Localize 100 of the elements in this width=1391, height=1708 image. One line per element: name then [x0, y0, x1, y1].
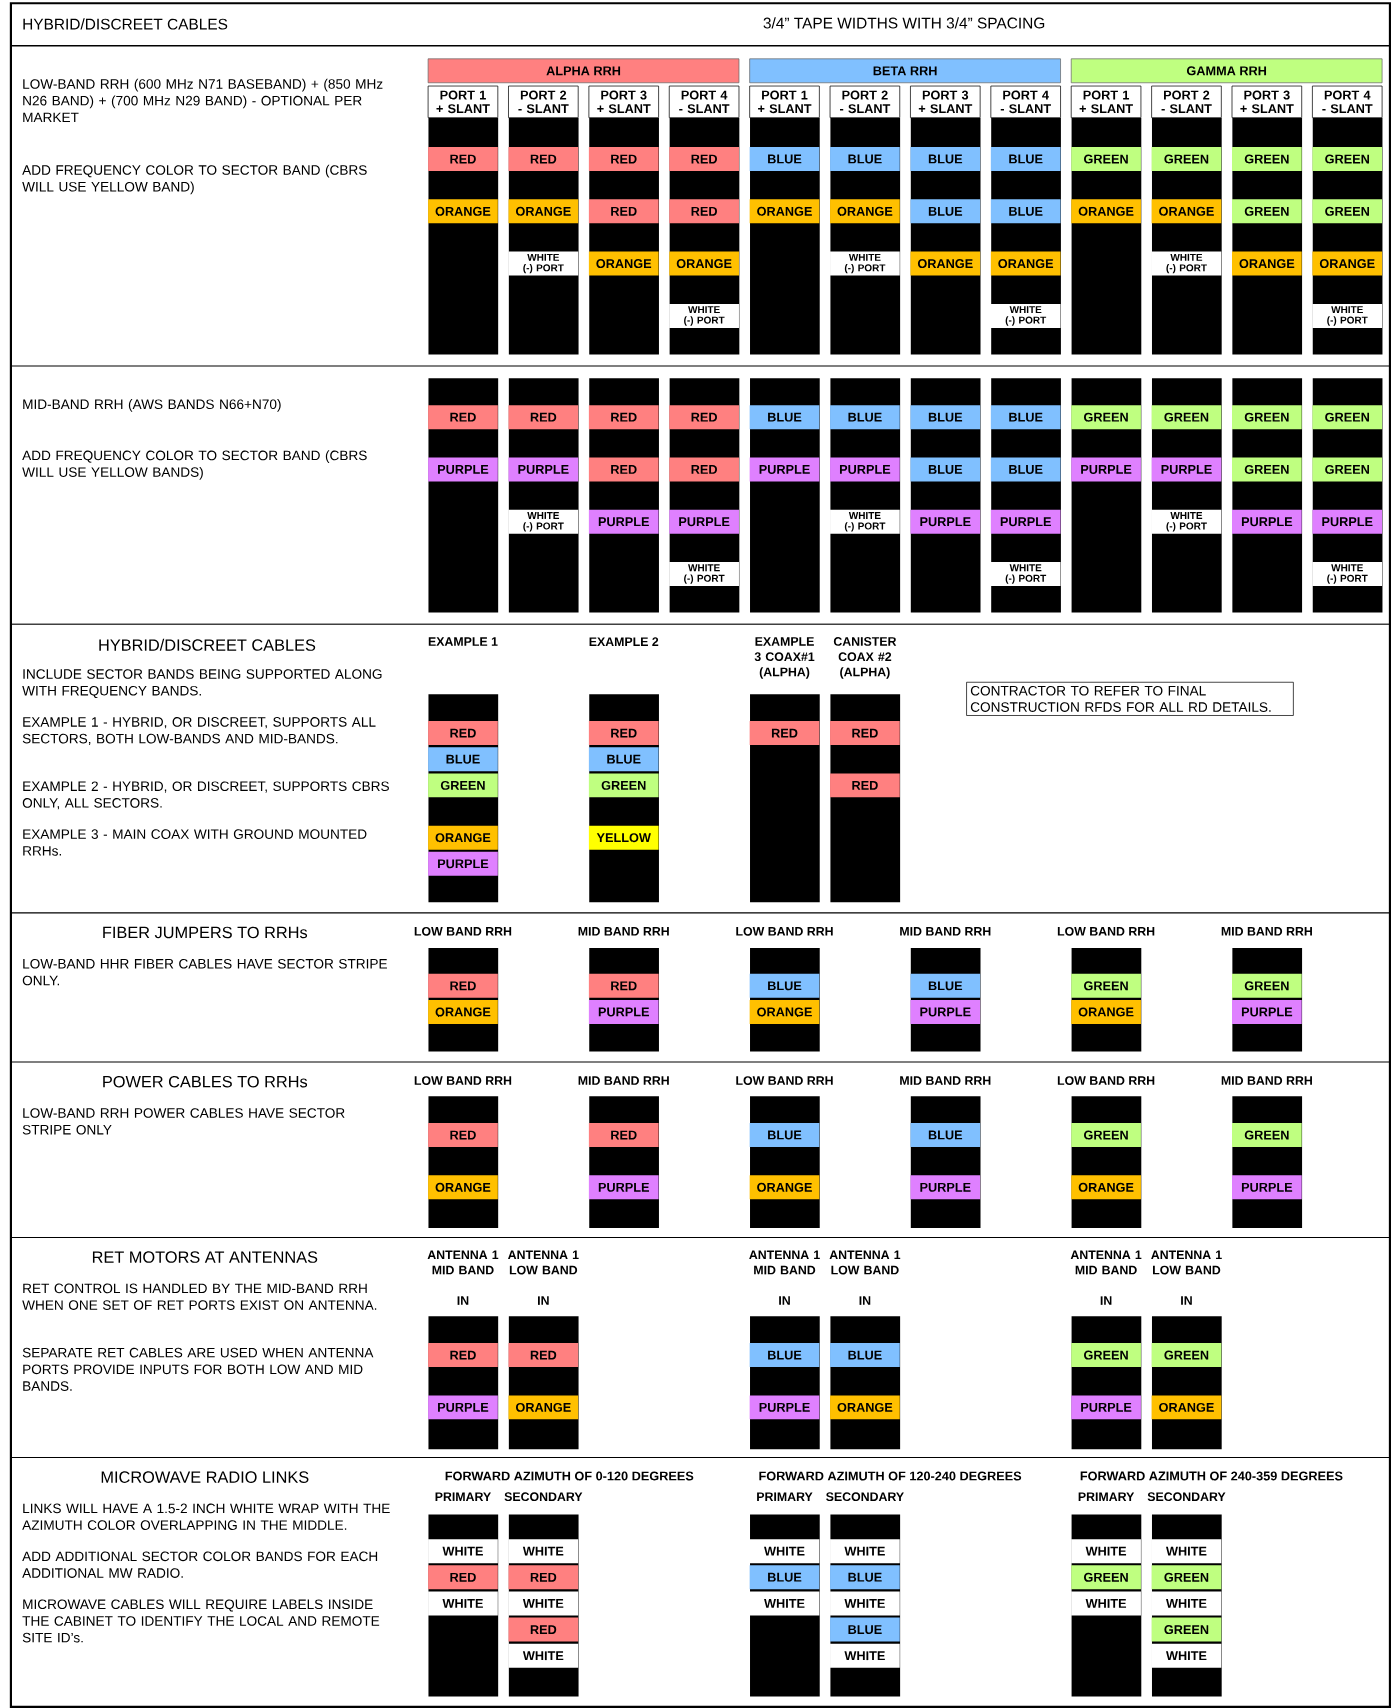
- column-heading: ANTENNA 1 LOW BAND: [508, 1250, 579, 1275]
- color-band: RED: [588, 199, 659, 224]
- color-band: BLUE: [749, 973, 820, 998]
- color-band: ORANGE: [508, 1395, 579, 1420]
- color-band: BLUE: [830, 1565, 900, 1590]
- color-band: BLUE: [830, 1617, 900, 1642]
- port-band: WHITE (-) PORT: [508, 509, 579, 534]
- color-band: ORANGE: [749, 199, 820, 224]
- color-band: ORANGE: [910, 251, 981, 276]
- note-text: LOW-BAND HHR FIBER CABLES HAVE SECTOR STRIPE ONLY.: [22, 958, 387, 986]
- color-band: GREEN: [1071, 1343, 1141, 1368]
- azimuth-heading: FORWARD AZIMUTH OF 0-120 DEGREES: [445, 1471, 694, 1481]
- color-band: BLUE: [749, 147, 820, 171]
- color-band: GREEN: [1312, 405, 1383, 430]
- node-label: WHITE (-) PORT: [1166, 253, 1207, 274]
- color-band: ORANGE: [990, 251, 1061, 276]
- node-label: WHITE (-) PORT: [523, 512, 564, 532]
- color-band: ORANGE: [1151, 1395, 1222, 1420]
- color-band: RED: [830, 773, 900, 798]
- column-heading: LOW BAND RRH: [736, 1076, 833, 1085]
- color-band: GREEN: [1312, 147, 1383, 171]
- color-band: PURPLE: [588, 999, 659, 1024]
- color-band: RED: [428, 147, 498, 171]
- note-text: EXAMPLE 3 - MAIN COAX WITH GROUND MOUNTED RRHs.: [23, 829, 367, 856]
- color-band: GREEN: [1151, 147, 1222, 171]
- column-heading: ANTENNA 1 LOW BAND: [1151, 1250, 1222, 1275]
- color-band: PURPLE: [508, 457, 579, 482]
- color-band: GREEN: [1312, 199, 1383, 224]
- color-band: GREEN: [1312, 457, 1383, 482]
- color-band: RED: [830, 721, 900, 746]
- color-band: ORANGE: [1071, 999, 1141, 1024]
- color-band: RED: [508, 147, 579, 171]
- color-band: WHITE: [1151, 1643, 1222, 1668]
- note-text: ADD FREQUENCY COLOR TO SECTOR BAND (CBRS WILL USE YELLOW BANDS): [22, 450, 367, 480]
- color-band: WHITE: [1071, 1591, 1141, 1616]
- column-heading: SECONDARY: [504, 1492, 583, 1502]
- node-label: WHITE (-) PORT: [684, 564, 725, 584]
- port-label: PORT 2 - SLANT: [1151, 85, 1222, 118]
- color-band: GREEN: [1232, 973, 1302, 998]
- color-band: WHITE: [1151, 1539, 1222, 1564]
- port-label: PORT 1 + SLANT: [1070, 85, 1142, 118]
- color-band: GREEN: [1071, 973, 1141, 998]
- page-title: HYBRID/DISCREET CABLES: [23, 18, 228, 30]
- color-band: GREEN: [1232, 457, 1302, 482]
- color-band: BLUE: [910, 405, 981, 430]
- color-band: BLUE: [830, 1343, 900, 1368]
- color-band: WHITE: [1151, 1591, 1222, 1616]
- column-heading: EXAMPLE 3 COAX#1 (ALPHA): [754, 637, 815, 679]
- port-label: PORT 2 - SLANT: [508, 85, 579, 118]
- column-heading: IN: [859, 1296, 871, 1305]
- color-band: PURPLE: [990, 509, 1061, 534]
- color-band: WHITE: [1071, 1539, 1141, 1564]
- column-heading: ANTENNA 1 LOW BAND: [829, 1250, 901, 1275]
- color-band: PURPLE: [1071, 457, 1141, 482]
- column-heading: ANTENNA 1 MID BAND: [1070, 1250, 1142, 1275]
- column-heading: SECONDARY: [826, 1492, 904, 1502]
- color-band: BLUE: [990, 199, 1061, 224]
- color-band: ORANGE: [1151, 199, 1222, 224]
- port-band: WHITE (-) PORT: [1312, 562, 1383, 587]
- section-heading: RET MOTORS AT ANTENNAS: [92, 1251, 318, 1263]
- color-band: GREEN: [428, 773, 498, 798]
- node-label: WHITE: [442, 1546, 483, 1556]
- note-text: EXAMPLE 2 - HYBRID, OR DISCREET, SUPPORTS CBRS ONLY, ALL SECTORS.: [22, 781, 389, 810]
- color-band: BLUE: [910, 1123, 981, 1148]
- column-heading: MID BAND RRH: [900, 927, 991, 936]
- color-band: ORANGE: [749, 1175, 820, 1200]
- port-label: PORT 2 - SLANT: [829, 85, 901, 118]
- port-band: WHITE (-) PORT: [1151, 251, 1222, 276]
- color-band: ORANGE: [1312, 251, 1383, 276]
- color-band: RED: [508, 1617, 579, 1642]
- node-label: WHITE: [522, 1599, 564, 1608]
- color-band: GREEN: [1232, 405, 1302, 430]
- color-band: RED: [669, 405, 739, 430]
- color-band: ORANGE: [428, 999, 498, 1024]
- color-band: GREEN: [1071, 1565, 1141, 1590]
- color-band: GREEN: [588, 773, 659, 798]
- azimuth-heading: FORWARD AZIMUTH OF 120-240 DEGREES: [759, 1471, 1022, 1481]
- note-text: SEPARATE RET CABLES ARE USED WHEN ANTENNA PORTS PROVIDE INPUTS FOR BOTH LOW AND MID BANDS.: [22, 1347, 374, 1391]
- port-band: WHITE (-) PORT: [830, 251, 900, 276]
- rrh-header: BETA RRH: [749, 58, 1061, 84]
- color-band: WHITE: [830, 1539, 900, 1564]
- color-band: BLUE: [990, 405, 1061, 430]
- node-label: WHITE (-) PORT: [844, 253, 886, 274]
- node-label: WHITE: [1165, 1546, 1207, 1556]
- node-label: WHITE: [764, 1599, 805, 1608]
- node-label: WHITE (-) PORT: [1327, 306, 1368, 326]
- heading: 3/4” TAPE WIDTHS WITH 3/4” SPACING: [763, 17, 1045, 29]
- column-heading: PRIMARY: [757, 1492, 813, 1501]
- color-band: BLUE: [428, 747, 498, 772]
- port-label: PORT 3 + SLANT: [588, 85, 659, 118]
- color-band: ORANGE: [830, 1395, 900, 1420]
- column-heading: ANTENNA 1 MID BAND: [427, 1250, 499, 1275]
- column-heading: SECONDARY: [1147, 1492, 1226, 1502]
- node-label: WHITE: [522, 1546, 564, 1556]
- color-band: RED: [588, 973, 659, 998]
- node-label: WHITE (-) PORT: [1005, 306, 1047, 326]
- port-band: WHITE (-) PORT: [669, 303, 739, 328]
- column-heading: IN: [1100, 1296, 1112, 1305]
- color-band: PURPLE: [428, 1395, 498, 1420]
- note-text: ADD FREQUENCY COLOR TO SECTOR BAND (CBRS WILL USE YELLOW BAND): [22, 164, 367, 195]
